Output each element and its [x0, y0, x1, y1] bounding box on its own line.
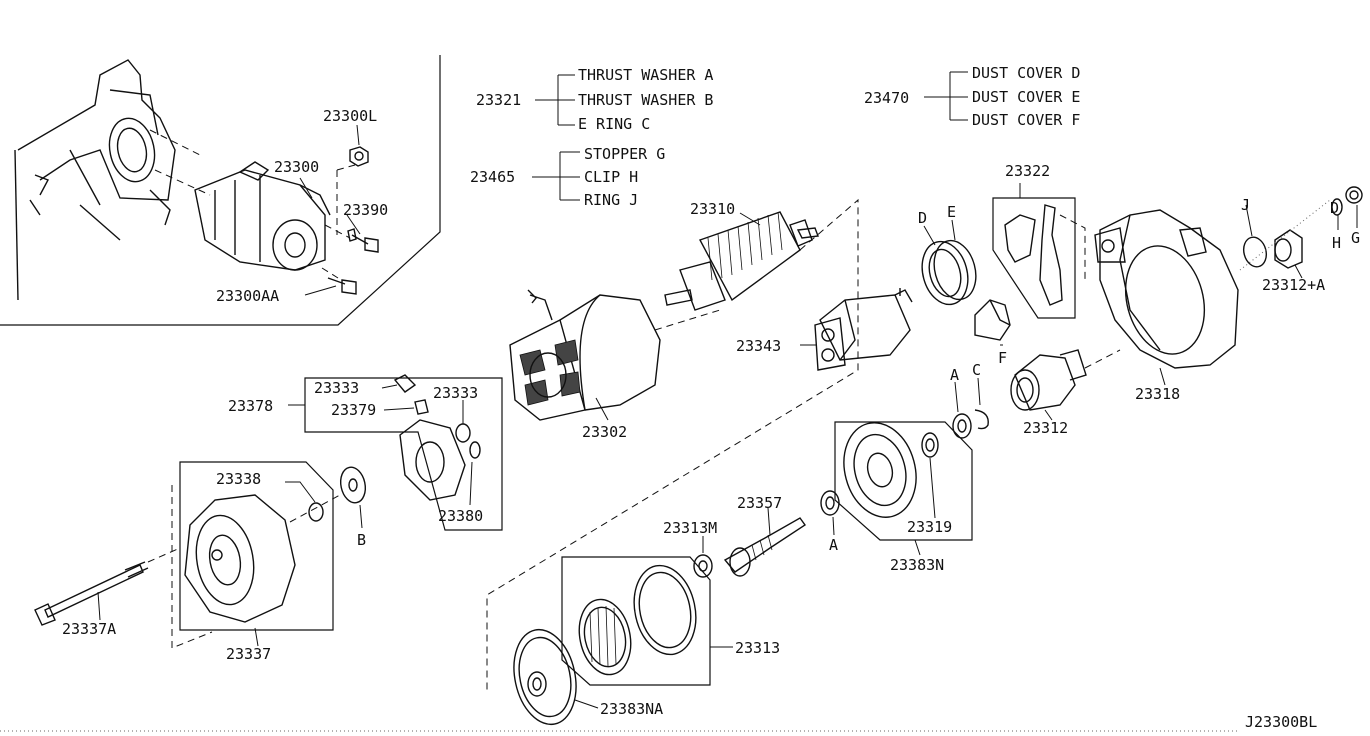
- callout-23343: 23343: [736, 337, 781, 355]
- through-bolt-23337A: [34, 547, 181, 626]
- group-23321-item-2: E RING C: [578, 115, 650, 133]
- cover-23383NA: [513, 628, 599, 726]
- callout-23333-left: 23333: [314, 379, 359, 397]
- letter-labels: D E F J D H G A C A B: [357, 196, 1360, 554]
- dashed-guide-armature: [486, 198, 859, 690]
- callout-23333-right: 23333: [433, 384, 478, 402]
- housing-23318: [1094, 209, 1239, 386]
- group-23470-code: 23470: [864, 89, 909, 107]
- letter-G: G: [1351, 229, 1360, 247]
- callout-23312-A: 23312+A: [1262, 276, 1325, 294]
- callout-23357: 23357: [737, 494, 782, 512]
- callout-23300AA: 23300AA: [216, 287, 279, 305]
- letter-J: J: [1241, 196, 1250, 214]
- group-23470: 23470 DUST COVER D DUST COVER E DUST COV…: [864, 64, 1080, 129]
- washer-B: [339, 466, 367, 529]
- callout-23312: 23312: [1023, 419, 1068, 437]
- dust-covers: [921, 219, 1011, 346]
- group-23470-item-0: DUST COVER D: [972, 64, 1080, 82]
- letter-A-center: A: [829, 536, 838, 554]
- callout-23383NA: 23383NA: [600, 700, 663, 718]
- callout-23319: 23319: [907, 518, 952, 536]
- group-23470-item-2: DUST COVER F: [972, 111, 1080, 129]
- diagram-code: J23300BL: [1245, 713, 1317, 731]
- inset-mount-view: [0, 55, 441, 326]
- group-23321-item-0: THRUST WASHER A: [578, 66, 713, 84]
- pinion-clutch-23312: [1010, 349, 1121, 421]
- callout-23390: 23390: [343, 201, 388, 219]
- dashed-guide-yoke: [654, 309, 721, 331]
- group-23321: 23321 THRUST WASHER A THRUST WASHER B E …: [476, 66, 713, 133]
- dashed-guide-end: [289, 494, 341, 523]
- callout-23302: 23302: [582, 423, 627, 441]
- letter-H: H: [1332, 234, 1341, 252]
- letter-A-right: A: [950, 366, 959, 384]
- letter-D-end: D: [1330, 199, 1339, 217]
- group-23465: 23465 STOPPER G CLIP H RING J: [470, 145, 665, 209]
- group-23465-item-1: CLIP H: [584, 168, 638, 186]
- end-frame-23337: [171, 461, 334, 649]
- group-23465-code: 23465: [470, 168, 515, 186]
- callout-23337A: 23337A: [62, 620, 116, 638]
- callout-23300: 23300: [274, 158, 319, 176]
- bearing-23313M: [693, 536, 713, 578]
- callout-23378: 23378: [228, 397, 273, 415]
- letter-E-cover: E: [947, 203, 956, 221]
- letter-C: C: [972, 361, 981, 379]
- group-23465-item-0: STOPPER G: [584, 145, 665, 163]
- callout-23322: 23322: [1005, 162, 1050, 180]
- callout-23313M: 23313M: [663, 519, 717, 537]
- yoke-23302: [509, 289, 661, 421]
- letter-B: B: [357, 531, 366, 549]
- callout-labels: 23300L 23300 23390 23300AA 23310 23322 2…: [62, 107, 1325, 718]
- washers-A-C: [820, 377, 989, 536]
- armature-23310: [664, 211, 819, 311]
- gear-set-23313: [561, 556, 733, 686]
- solenoid-23343: [800, 288, 913, 371]
- brush-holder-23378: [288, 374, 503, 531]
- callout-23310: 23310: [690, 200, 735, 218]
- lever-23322: [992, 183, 1086, 319]
- end-parts: [1239, 186, 1363, 279]
- callout-23338: 23338: [216, 470, 261, 488]
- callout-23300L: 23300L: [323, 107, 377, 125]
- group-23321-item-1: THRUST WASHER B: [578, 91, 713, 109]
- group-23470-item-1: DUST COVER E: [972, 88, 1080, 106]
- group-23321-code: 23321: [476, 91, 521, 109]
- group-23465-item-2: RING J: [584, 191, 638, 209]
- letter-F-cover: F: [998, 349, 1007, 367]
- callout-23383N: 23383N: [890, 556, 944, 574]
- callout-23337: 23337: [226, 645, 271, 663]
- shaft-23357: [723, 507, 806, 577]
- callout-23379: 23379: [331, 401, 376, 419]
- callout-23318: 23318: [1135, 385, 1180, 403]
- letter-D-cover: D: [918, 209, 927, 227]
- gear-case-23383N: [834, 421, 973, 556]
- callout-23380: 23380: [438, 507, 483, 525]
- callout-23313: 23313: [735, 639, 780, 657]
